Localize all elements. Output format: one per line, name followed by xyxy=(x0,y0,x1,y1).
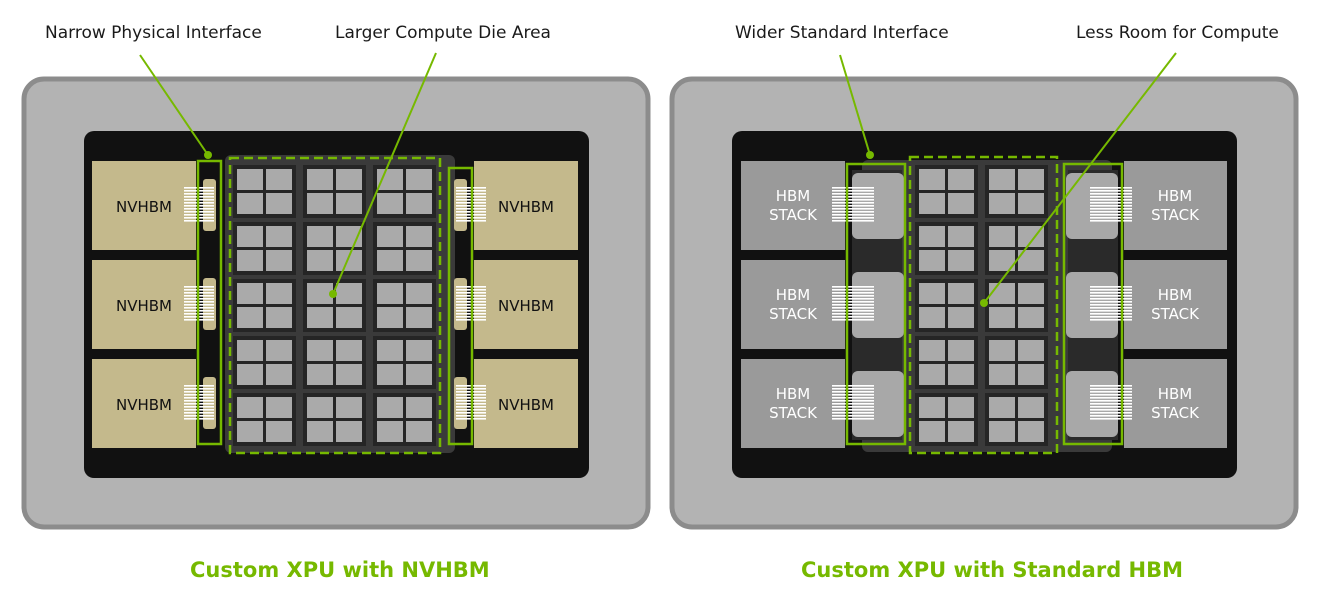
nvhbm-label: NVHBM xyxy=(116,396,172,414)
hbm-label: HBM xyxy=(1158,385,1193,403)
right-interface-box-right xyxy=(1062,162,1124,446)
hbm-label: STACK xyxy=(1151,206,1200,224)
compute-tile xyxy=(985,222,1048,275)
compute-tile xyxy=(915,165,978,218)
callout-larger-compute: Larger Compute Die Area xyxy=(335,23,551,43)
nvhbm-label: NVHBM xyxy=(498,396,554,414)
compute-tile xyxy=(233,222,296,275)
left-package: NVHBM NVHBM NVHBM NVHBM NVHBM NVHBM xyxy=(21,52,651,530)
hbm-label: STACK xyxy=(769,206,818,224)
right-package: HBMSTACKHBMSTACKHBMSTACKHBMSTACKHBMSTACK… xyxy=(669,52,1299,530)
compute-tile xyxy=(303,279,366,332)
compute-tile xyxy=(233,165,296,218)
right-compute-grid xyxy=(915,165,1048,446)
compute-tile xyxy=(233,393,296,446)
nvhbm-stack: NVHBM xyxy=(92,359,216,448)
hbm-label: HBM xyxy=(1158,286,1193,304)
compute-tile xyxy=(985,336,1048,389)
caption-right: Custom XPU with Standard HBM xyxy=(801,558,1184,582)
right-interface-box-left xyxy=(845,162,907,446)
nvhbm-label: NVHBM xyxy=(498,297,554,315)
hbm-label: HBM xyxy=(776,385,811,403)
nvhbm-label: NVHBM xyxy=(116,297,172,315)
caption-left: Custom XPU with NVHBM xyxy=(190,558,490,582)
compute-tile xyxy=(303,336,366,389)
hbm-label: STACK xyxy=(1151,404,1200,422)
compute-tile xyxy=(373,222,436,275)
right-compute-area-dashed xyxy=(908,155,1059,455)
compute-tile xyxy=(915,222,978,275)
left-interface-box-left xyxy=(196,159,223,446)
hbm-label: HBM xyxy=(776,187,811,205)
compute-tile xyxy=(303,393,366,446)
left-interface-box-right xyxy=(447,166,474,446)
compute-tile xyxy=(985,165,1048,218)
hbm-label: HBM xyxy=(776,286,811,304)
hbm-label: STACK xyxy=(1151,305,1200,323)
compute-tile xyxy=(915,393,978,446)
compute-tile xyxy=(373,336,436,389)
right-memory-stacks: HBMSTACKHBMSTACKHBMSTACKHBMSTACKHBMSTACK… xyxy=(741,161,1227,448)
callout-narrow-interface: Narrow Physical Interface xyxy=(45,23,262,43)
nvhbm-stack: NVHBM xyxy=(92,260,216,349)
compute-tile xyxy=(373,279,436,332)
compute-tile xyxy=(233,336,296,389)
callout-wider-interface: Wider Standard Interface xyxy=(735,23,949,43)
hbm-label: HBM xyxy=(1158,187,1193,205)
compute-tile xyxy=(303,165,366,218)
compute-tile xyxy=(233,279,296,332)
compute-tile xyxy=(373,165,436,218)
hbm-label: STACK xyxy=(769,305,818,323)
compute-tile xyxy=(303,222,366,275)
left-compute-area-dashed xyxy=(228,156,442,455)
left-compute-grid xyxy=(233,165,436,446)
compute-tile xyxy=(915,279,978,332)
callout-less-compute: Less Room for Compute xyxy=(1076,23,1279,43)
compute-tile xyxy=(915,336,978,389)
compute-tile xyxy=(985,393,1048,446)
compute-tile xyxy=(373,393,436,446)
compute-tile xyxy=(985,279,1048,332)
nvhbm-label: NVHBM xyxy=(116,198,172,216)
nvhbm-label: NVHBM xyxy=(498,198,554,216)
hbm-label: STACK xyxy=(769,404,818,422)
